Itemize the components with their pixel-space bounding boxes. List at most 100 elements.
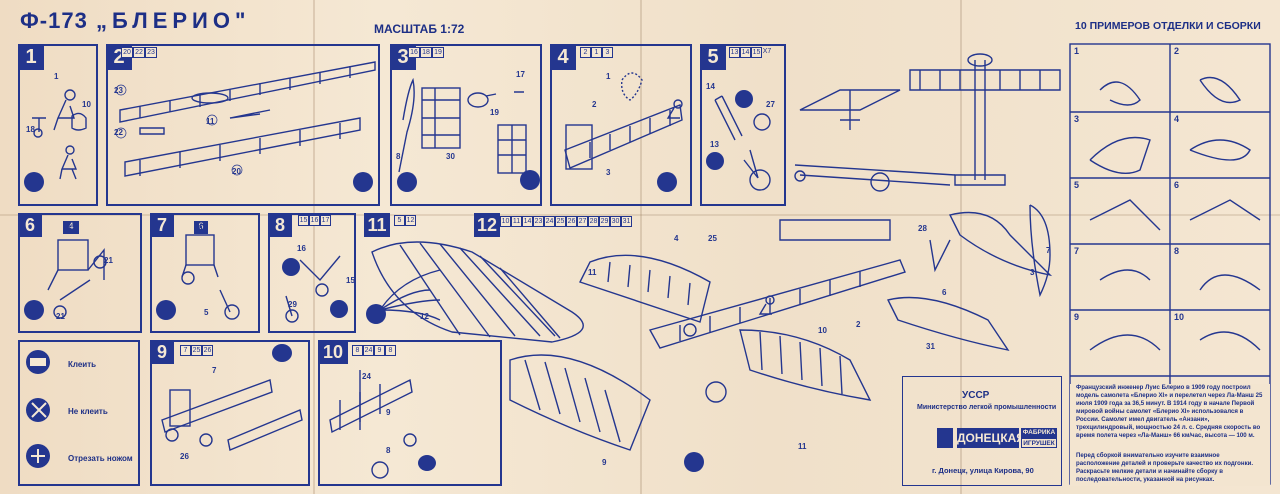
callout-number: 8 [386,446,391,455]
part-ref: 8 [385,345,396,356]
legend-cut: Отрезать ножом [68,454,133,463]
factory-logo: ДОНЕЦКАЯ ФАБРИКА ИГРУШЕК [937,428,1057,448]
legend-glue: Клеить [68,360,97,369]
history-text: Французский инженер Луис Блерио в 1909 г… [1076,384,1263,439]
part-ref: 31 [621,216,632,227]
callout-number: 11 [798,442,807,451]
callout-number: 18 [26,125,35,134]
fold-line [960,0,962,494]
part-ref: 17 [320,215,331,226]
step-9-number: 9 [150,340,174,364]
callout-number: 8 [396,152,401,161]
callout-number: 5 [204,308,209,317]
part-ref: 26 [202,345,213,356]
step-10-number: 10 [318,340,348,364]
callout-number: 6 [198,224,203,233]
example-number: 7 [1074,246,1080,256]
step-8-number: 8 [268,213,292,237]
callout-number: 26 [180,452,189,461]
step-7-panel [150,213,260,333]
callout-number: 20 [232,167,241,176]
step-8-panel [268,213,356,333]
callout-number: 31 [926,342,935,351]
step-3-panel [390,44,542,206]
step-11-number: 11 [364,213,390,237]
callout-number: 3 [606,168,611,177]
step-2-panel [106,44,380,206]
glue-icon [156,300,176,320]
example-number: 9 [1074,312,1080,322]
glue-icon [684,452,704,472]
part-ref: 18 [420,47,432,58]
publisher-panel [902,376,1062,486]
callout-number: 23 [114,86,123,95]
part-ref: 29 [599,216,610,227]
part-ref: 22 [133,47,145,58]
callout-number: 10 [82,100,91,109]
part-ref: 4 [63,221,79,234]
part-ref: 15 [298,215,309,226]
example-number: 6 [1174,180,1180,190]
callout-number: 10 [818,326,827,335]
legend-panel [18,340,140,486]
callout-number: 30 [446,152,455,161]
callout-number: 4 [66,224,71,233]
callout-number: 21 [56,312,65,321]
callout-number: 7 [1046,246,1051,255]
step-6-number: 6 [18,213,42,237]
step-4-number: 4 [550,44,576,70]
part-ref: 12 [405,215,416,226]
example-number: 5 [1074,180,1080,190]
part-ref: 19 [432,47,444,58]
example-number: 4 [1174,114,1180,124]
part-ref: 20 [121,47,133,58]
examples-title: 10 ПРИМЕРОВ ОТДЕЛКИ И СБОРКИ [1075,20,1261,32]
part-ref: 3 [602,47,613,58]
publisher-country: УССР [962,390,990,401]
part-ref: 16 [408,47,420,58]
callout-number: 9 [386,408,391,417]
callout-number: 12 [420,312,429,321]
part-ref: 7 [180,345,191,356]
step-9-panel [150,340,310,486]
callout-number: 2 [856,320,861,329]
example-number: 3 [1074,114,1080,124]
glue-icon [657,172,677,192]
model-name: „БЛЕРИО" [96,8,251,33]
step-10-panel [318,340,502,486]
callout-number: 13 [710,140,719,149]
publisher-address: г. Донецк, улица Кирова, 90 [932,466,1034,475]
step-12-number: 12 [474,213,500,237]
part-ref: 15 [751,47,762,58]
part-ref: X7 [762,48,772,55]
no-glue-icon [735,90,753,108]
part-ref: 11 [511,216,522,227]
part-ref: 16 [309,215,320,226]
publisher-ministry: Министерство легкой промышленности [917,404,1057,411]
callout-number: 22 [114,128,123,137]
glue-icon [397,172,417,192]
step-5-panel [700,44,786,206]
callout-number: 4 [674,234,679,243]
callout-number: 29 [288,300,297,309]
callout-number: 7 [212,366,217,375]
callout-number: 1 [606,72,611,81]
callout-number: 19 [490,108,499,117]
example-number: 2 [1174,46,1180,56]
step-7-number: 7 [150,213,174,237]
step-1-panel [18,44,98,206]
part-ref: 9 [374,345,385,356]
part-ref: 14 [522,216,533,227]
step-6-panel [18,213,142,333]
instructions-text: Перед сборкой внимательно изучите взаимн… [1076,452,1254,483]
glue-icon [272,344,292,362]
callout-number: 27 [766,100,775,109]
callout-number: 1 [54,72,59,81]
callout-number: 16 [297,244,306,253]
callout-number: 9 [602,458,607,467]
description-panel [1070,384,1270,486]
part-ref: 24 [544,216,555,227]
part-ref: 28 [588,216,599,227]
part-ref: 23 [145,47,157,58]
